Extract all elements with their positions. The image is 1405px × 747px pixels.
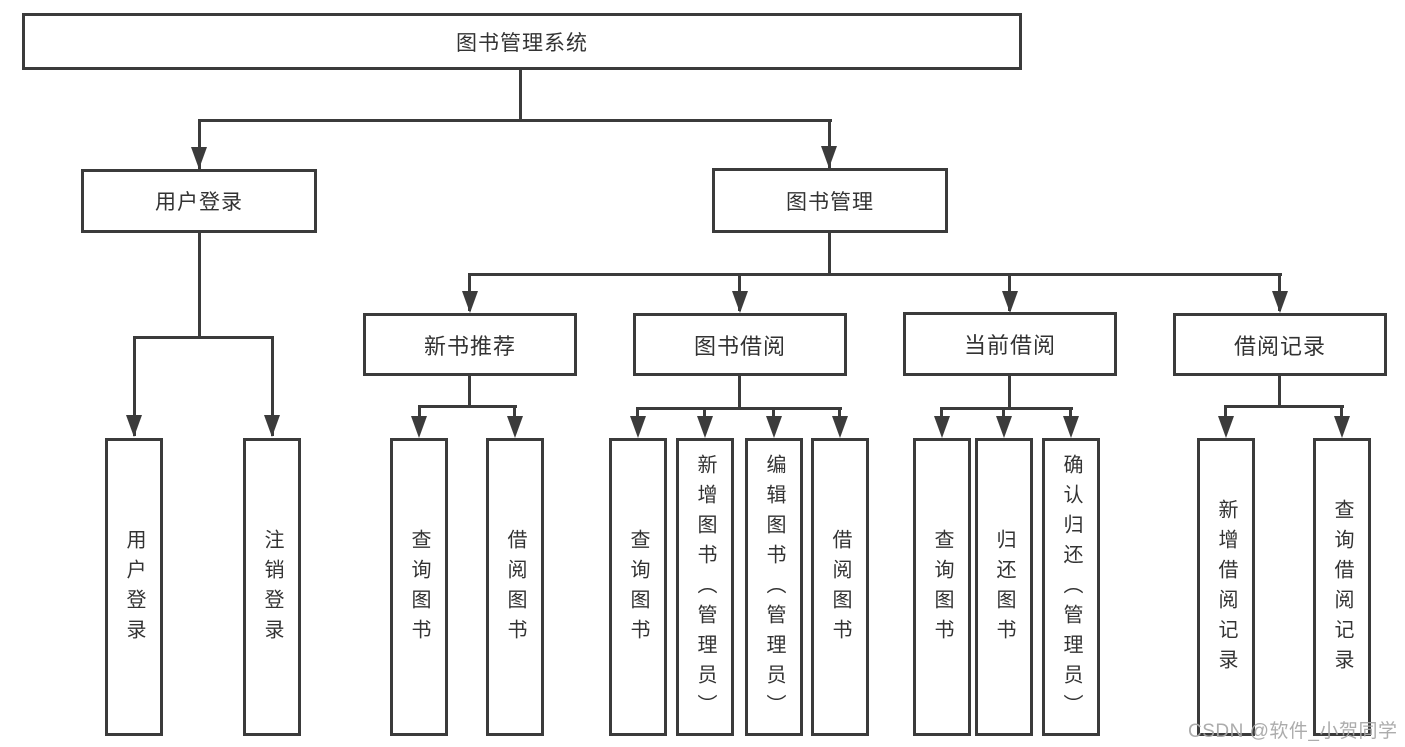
leaf-label: 注销登录 xyxy=(261,529,283,649)
leaf-borrow-books: 借阅图书 xyxy=(811,438,869,736)
connector-line xyxy=(418,405,421,419)
connector-line xyxy=(468,376,471,405)
leaf-label: 用户登录 xyxy=(123,529,145,649)
node-label: 当前借阅 xyxy=(963,333,1056,358)
connector-line xyxy=(738,376,741,407)
leaf-add-books-admin: 新增图书（管理员） xyxy=(676,438,734,736)
arrow-down-icon xyxy=(1334,416,1350,438)
connector-line xyxy=(1224,405,1227,419)
leaf-logout: 注销登录 xyxy=(243,438,301,736)
connector-line xyxy=(271,336,274,436)
leaf-user-login: 用户登录 xyxy=(105,438,163,736)
arrow-down-icon xyxy=(1218,416,1234,438)
node-book-management-label: 图书管理 xyxy=(786,190,874,214)
arrow-down-icon xyxy=(191,147,207,169)
connector-line xyxy=(941,407,1073,410)
leaf-label: 查询图书 xyxy=(627,529,649,649)
connector-line xyxy=(198,233,201,336)
connector-line xyxy=(133,336,274,339)
connector-line xyxy=(198,119,201,169)
node-label: 借阅记录 xyxy=(1233,333,1326,359)
leaf-label: 查询借阅记录 xyxy=(1331,499,1353,679)
connector-line xyxy=(1278,376,1281,405)
connector-line xyxy=(198,119,832,122)
connector-line xyxy=(838,407,841,419)
connector-line xyxy=(940,407,943,419)
arrow-down-icon xyxy=(732,291,748,313)
leaf-label: 确认归还（管理员） xyxy=(1060,454,1082,724)
connector-line xyxy=(469,273,1282,276)
watermark: CSDN @软件_小贺同学 xyxy=(1188,721,1398,742)
arrow-down-icon xyxy=(821,146,837,168)
node-book-borrow: 图书借阅 xyxy=(633,313,847,376)
arrow-down-icon xyxy=(1063,416,1079,438)
connector-line xyxy=(133,336,136,436)
arrow-down-icon xyxy=(766,416,782,438)
leaf-query-books: 查询图书 xyxy=(390,438,448,736)
node-label: 新书推荐 xyxy=(423,333,516,359)
arrow-down-icon xyxy=(630,416,646,438)
connector-line xyxy=(828,119,831,168)
connector-line xyxy=(1002,407,1005,419)
connector-line xyxy=(1008,376,1011,407)
leaf-label: 编辑图书（管理员） xyxy=(763,454,785,724)
leaf-label: 新增借阅记录 xyxy=(1215,499,1237,679)
arrow-down-icon xyxy=(832,416,848,438)
arrow-down-icon xyxy=(411,416,427,438)
leaf-return-books: 归还图书 xyxy=(975,438,1033,736)
connector-line xyxy=(637,407,842,410)
leaf-label: 新增图书（管理员） xyxy=(694,454,716,724)
connector-line xyxy=(519,70,522,122)
leaf-label: 查询图书 xyxy=(408,529,430,649)
connector-line xyxy=(828,233,831,273)
leaf-add-borrow-record: 新增借阅记录 xyxy=(1197,438,1255,736)
node-current-borrow: 当前借阅 xyxy=(903,312,1117,376)
leaf-label: 借阅图书 xyxy=(829,529,851,649)
leaf-confirm-return-admin: 确认归还（管理员） xyxy=(1042,438,1100,736)
arrow-down-icon xyxy=(697,416,713,438)
leaf-edit-books-admin: 编辑图书（管理员） xyxy=(745,438,803,736)
node-book-management: 图书管理 xyxy=(712,168,948,233)
node-borrow-records: 借阅记录 xyxy=(1173,313,1387,376)
connector-line xyxy=(1069,407,1072,419)
connector-line xyxy=(1340,405,1343,419)
arrow-down-icon xyxy=(462,291,478,313)
connector-line xyxy=(703,407,706,419)
arrow-down-icon xyxy=(1002,291,1018,313)
leaf-label: 借阅图书 xyxy=(504,529,526,649)
connector-line xyxy=(1225,405,1344,408)
leaf-borrow-books: 借阅图书 xyxy=(486,438,544,736)
arrow-down-icon xyxy=(934,416,950,438)
leaf-query-books: 查询图书 xyxy=(913,438,971,736)
connector-line xyxy=(636,407,639,419)
node-root: 图书管理系统 xyxy=(22,13,1022,70)
connector-line xyxy=(418,405,517,408)
leaf-label: 查询图书 xyxy=(931,529,953,649)
arrow-down-icon xyxy=(126,415,142,437)
node-user-login: 用户登录 xyxy=(81,169,317,233)
arrow-down-icon xyxy=(507,416,523,438)
leaf-label: 归还图书 xyxy=(993,529,1015,649)
connector-line xyxy=(513,405,516,419)
node-root-label: 图书管理系统 xyxy=(456,31,588,55)
arrow-down-icon xyxy=(1272,291,1288,313)
leaf-query-books: 查询图书 xyxy=(609,438,667,736)
arrow-down-icon xyxy=(996,416,1012,438)
arrow-down-icon xyxy=(264,415,280,437)
node-new-book-recommend: 新书推荐 xyxy=(363,313,577,376)
node-label: 图书借阅 xyxy=(693,333,786,359)
leaf-query-borrow-record: 查询借阅记录 xyxy=(1313,438,1371,736)
connector-line xyxy=(772,407,775,419)
node-user-login-label: 用户登录 xyxy=(155,191,243,214)
